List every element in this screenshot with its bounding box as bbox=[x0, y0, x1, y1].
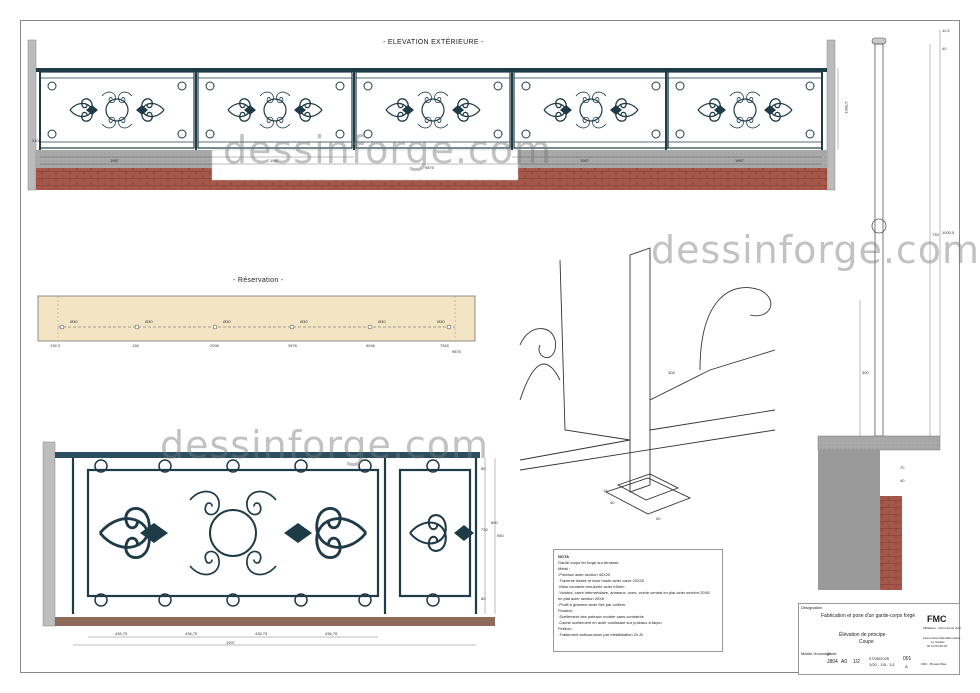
tb-address: Le Verdier bbox=[931, 640, 945, 644]
section-view bbox=[817, 30, 941, 590]
note-line: Métal : bbox=[558, 566, 571, 571]
tb-author: FMC - Bruand Max bbox=[921, 662, 947, 666]
dim-height: 1000,5 bbox=[843, 101, 849, 114]
dim-pos: 136 bbox=[132, 343, 139, 348]
watermark: dessinforge.com bbox=[223, 128, 553, 172]
reservation-title: - Réservation - bbox=[233, 277, 284, 284]
tb-date: 07/05/2025 bbox=[869, 656, 890, 661]
reservation-view bbox=[37, 295, 476, 342]
dim-pos: 0 bbox=[58, 343, 61, 348]
tb-project: Fabrication et pose d'un garde-corps for… bbox=[821, 613, 916, 619]
note-line: -Volutes, carré intermédiaire, anneaux, … bbox=[558, 590, 710, 595]
tb-code: J804 bbox=[827, 659, 838, 665]
company-logo: FMC bbox=[927, 614, 947, 624]
watermark: dessinforge.com bbox=[160, 423, 490, 467]
dim-h: 80 bbox=[481, 596, 486, 601]
tb-phone: 02 03 04 05 06 bbox=[927, 644, 948, 648]
watermark: dessinforge.com bbox=[651, 228, 980, 272]
dim-hole: Ø30 bbox=[300, 319, 308, 324]
dim-h: 890 bbox=[491, 520, 498, 525]
dim-total: 1907 bbox=[226, 640, 235, 645]
elevation-title: - ELEVATION EXTÉRIEURE - bbox=[383, 39, 484, 46]
tb-company: Métallerie - Ferronnerie d'Art bbox=[923, 626, 962, 630]
dim-hole: Ø30 bbox=[145, 319, 153, 324]
note-line: -Cache scellement en acier coulissant su… bbox=[558, 620, 662, 625]
dim-hole: Ø30 bbox=[223, 319, 231, 324]
tb-field-label: Maître d'ouvrage bbox=[801, 651, 831, 656]
note-title: NOTA bbox=[558, 554, 570, 559]
dim-h: 950 bbox=[497, 533, 504, 538]
elevation-view bbox=[27, 39, 839, 191]
dim-total: 9875 bbox=[425, 165, 434, 170]
tb-plan: 001 bbox=[903, 656, 912, 662]
note-line: -Scellement des poteaux mortier sans con… bbox=[558, 614, 644, 619]
dim-hole: Ø30 bbox=[378, 319, 386, 324]
dim-hole: Ø30 bbox=[437, 319, 445, 324]
isometric-detail bbox=[519, 247, 776, 515]
dim-edge: 136 bbox=[50, 343, 57, 348]
dim-sec: 1000,5 bbox=[942, 230, 955, 235]
dim-pos: 7916 bbox=[440, 343, 449, 348]
note-line: -Traverse basse et lisse haute acier car… bbox=[558, 578, 645, 583]
tb-field-label: Code bbox=[827, 651, 837, 656]
note-line: -Main courante moulurée acier e5mm bbox=[558, 584, 625, 589]
dim-panel: 1967 bbox=[270, 158, 279, 163]
tb-scale: 1/20 - 1/5 - 1/1 bbox=[869, 662, 896, 667]
dim-panel: 1967 bbox=[580, 158, 589, 163]
note-line: Garde-corps fer forgé sur terrasse bbox=[558, 560, 619, 565]
dim-sec: 40 bbox=[900, 478, 905, 483]
note-line: Finition : bbox=[558, 626, 574, 631]
dim-spacing: 436,75 bbox=[185, 631, 198, 636]
dim-sec: 730 bbox=[932, 232, 939, 237]
dim-spacing: 436,75 bbox=[115, 631, 128, 636]
note-line: -Traitement anticorrosion par métallisat… bbox=[558, 632, 643, 637]
tb-sheet: 1/2 bbox=[853, 659, 860, 665]
tb-designation-label: Désignation bbox=[801, 605, 823, 610]
dim-h: 80 bbox=[481, 466, 486, 471]
dim-sec: 40 bbox=[942, 46, 947, 51]
note-line: en plat acier section 20X8 bbox=[558, 596, 605, 601]
tb-designation: Élévation de principe bbox=[839, 632, 886, 638]
dim-panel: 1967 bbox=[735, 158, 744, 163]
dim-sec: 70 bbox=[900, 465, 905, 470]
title-block: Désignation Fabrication et pose d'un gar… bbox=[798, 603, 962, 675]
dim-hole: Ø30 bbox=[70, 319, 78, 324]
dim-sec: 300 bbox=[862, 370, 869, 375]
tb-format: A0 bbox=[841, 659, 848, 665]
dim-panel: 1967 bbox=[110, 158, 119, 163]
dim-iso: 40 bbox=[610, 500, 615, 505]
tb-designation-2: Coupe bbox=[859, 639, 874, 645]
dim-pos: 5946 bbox=[366, 343, 375, 348]
drawing-frame bbox=[20, 20, 960, 673]
note-line: -Poteaux acier section 40X20 bbox=[558, 572, 611, 577]
dim-spacing: 436,75 bbox=[325, 631, 338, 636]
dim-h: 730 bbox=[481, 527, 488, 532]
dim-sec: 11,5 bbox=[942, 28, 950, 33]
dim-spacing: 436,75 bbox=[255, 631, 268, 636]
dim-pos: 3976 bbox=[288, 343, 297, 348]
note-line: -Profil à gramme acier fixé par colliers bbox=[558, 602, 626, 607]
detail-elevation bbox=[42, 441, 496, 646]
dim-pos: 9875 bbox=[452, 349, 461, 354]
note-line: Fixation : bbox=[558, 608, 575, 613]
note-box: NOTA Garde-corps fer forgé sur terrasse … bbox=[553, 549, 723, 652]
tb-address: Ferronnerie Mondiale Cartel bbox=[923, 636, 961, 640]
tb-index: A bbox=[905, 664, 908, 669]
dim-iso: 50 bbox=[656, 516, 661, 521]
dim-iso: 308 bbox=[668, 370, 675, 375]
dim-pos: 2006 bbox=[210, 343, 219, 348]
dim-side: 210 bbox=[32, 138, 39, 143]
dim-iso: 12 bbox=[603, 488, 608, 493]
